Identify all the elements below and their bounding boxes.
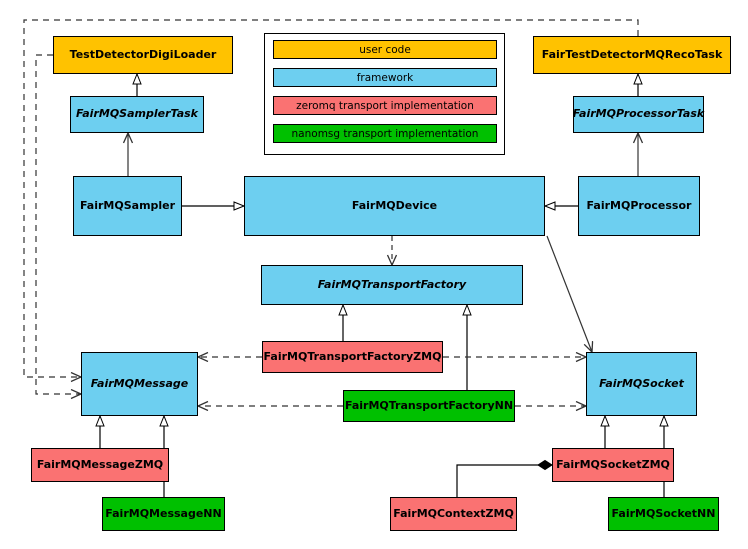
node-fairmqprocessor[interactable]: FairMQProcessor	[578, 176, 700, 236]
legend-label: user code	[359, 43, 411, 56]
node-label: FairMQSampler	[79, 198, 176, 212]
node-label: FairMQMessageZMQ	[36, 457, 164, 471]
node-fairmqprocessortask[interactable]: FairMQProcessorTask	[573, 96, 704, 133]
node-fairmqsocketnn[interactable]: FairMQSocketNN	[608, 497, 719, 531]
legend-label: zeromq transport implementation	[296, 99, 474, 112]
legend-item-nanomsg: nanomsg transport implementation	[273, 124, 497, 143]
node-fairmqmessagenn[interactable]: FairMQMessageNN	[102, 497, 225, 531]
node-label: FairMQSocket	[599, 376, 684, 390]
node-fairmqsocketzmq[interactable]: FairMQSocketZMQ	[552, 448, 674, 482]
node-label: FairMQSocketNN	[611, 506, 716, 520]
node-label: FairMQSamplerTask	[76, 107, 198, 121]
node-fairmqtransportfactorynn[interactable]: FairMQTransportFactoryNN	[343, 390, 515, 422]
node-label: FairMQProcessorTask	[572, 107, 705, 121]
node-label: FairMQContextZMQ	[393, 506, 514, 520]
node-label: FairMQProcessor	[586, 198, 692, 212]
node-label: FairTestDetectorMQRecoTask	[541, 47, 723, 61]
node-fairmqsampler[interactable]: FairMQSampler	[73, 176, 182, 236]
edge-digiloader-message	[35, 54, 81, 394]
node-fairmqmessagezmq[interactable]: FairMQMessageZMQ	[31, 448, 169, 482]
node-fairmqdevice[interactable]: FairMQDevice	[244, 176, 545, 236]
node-fairtestdetectormqrecotask[interactable]: FairTestDetectorMQRecoTask	[533, 36, 731, 74]
legend-label: framework	[356, 71, 414, 84]
legend-panel: user code framework zeromq transport imp…	[264, 33, 505, 155]
node-label: FairMQDevice	[351, 198, 438, 212]
legend-item-user-code: user code	[273, 40, 497, 59]
legend-label: nanomsg transport implementation	[291, 127, 479, 140]
node-label: FairMQTransportFactoryZMQ	[263, 349, 442, 363]
node-fairmqtransportfactoryzmq[interactable]: FairMQTransportFactoryZMQ	[262, 341, 443, 373]
node-fairmqsocket[interactable]: FairMQSocket	[586, 352, 697, 416]
node-testdetectordigiloader[interactable]: TestDetectorDigiLoader	[53, 36, 233, 74]
node-label: FairMQSocketZMQ	[556, 457, 670, 471]
node-fairmqsamplertask[interactable]: FairMQSamplerTask	[70, 96, 204, 133]
node-fairmqmessage[interactable]: FairMQMessage	[81, 352, 198, 416]
edge-device-socket	[546, 235, 592, 352]
node-label: FairMQMessage	[90, 376, 189, 390]
legend-item-framework: framework	[273, 68, 497, 87]
node-label: FairMQTransportFactory	[317, 277, 467, 291]
edge-recotask-message	[23, 19, 639, 377]
node-label: FairMQMessageNN	[105, 506, 222, 520]
node-fairmqcontextzmq[interactable]: FairMQContextZMQ	[390, 497, 517, 531]
node-fairmqtransportfactory[interactable]: FairMQTransportFactory	[261, 265, 523, 305]
edge-contextzmq-socketzmq	[456, 459, 553, 497]
legend-item-zeromq: zeromq transport implementation	[273, 96, 497, 115]
node-label: TestDetectorDigiLoader	[69, 47, 217, 61]
node-label: FairMQTransportFactoryNN	[344, 398, 514, 412]
